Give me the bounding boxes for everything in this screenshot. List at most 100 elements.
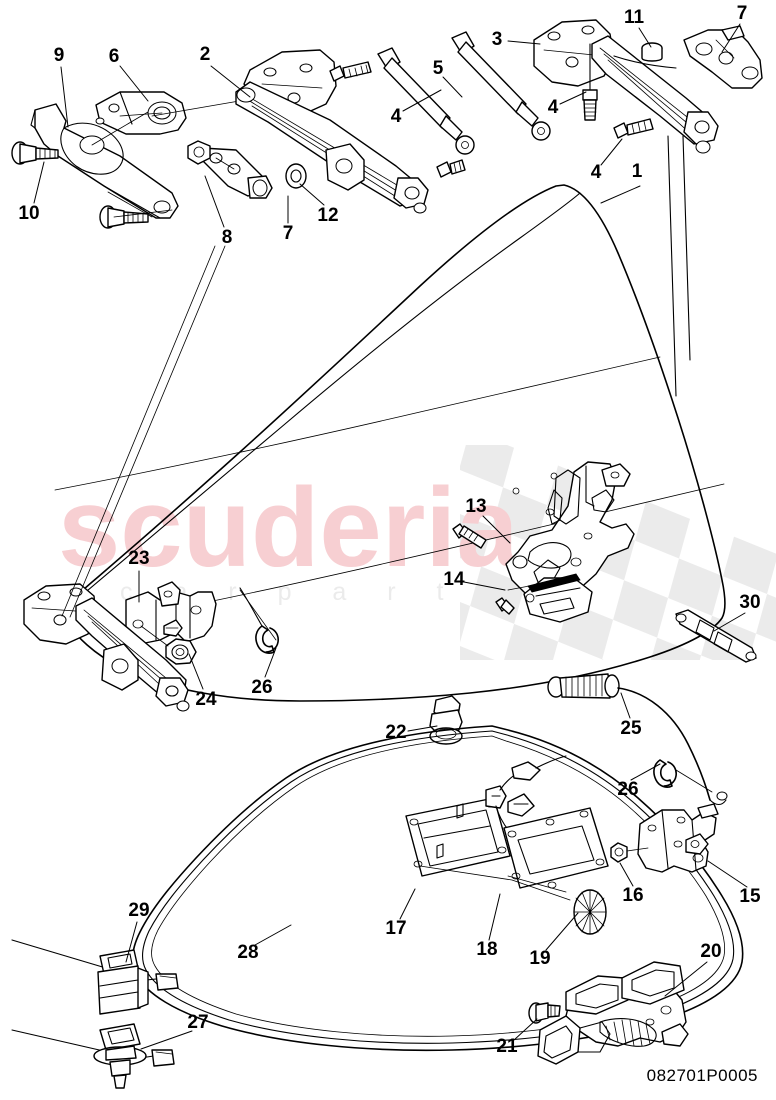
washer-12 (285, 163, 307, 189)
callout-number-c30: 30 (739, 592, 760, 613)
callout-leader-4 (600, 138, 623, 166)
callout-leader-25 (620, 692, 631, 719)
callout-number-c22: 22 (385, 722, 406, 743)
screw-4-top (329, 61, 372, 82)
callout-number-c18: 18 (476, 939, 497, 960)
callout-number-c29: 29 (128, 900, 149, 921)
callout-leader-6 (119, 65, 149, 102)
callout-leader-16 (619, 862, 634, 887)
leader-rod-a (61, 245, 216, 617)
hinge-arm-left-upper (30, 91, 246, 219)
callout-number-c23: 23 (128, 548, 149, 569)
screw-4-strut (436, 159, 466, 178)
drawing-number: 082701P0005 (647, 1066, 758, 1086)
screw-4-right (613, 118, 654, 139)
callout-number-c3: 3 (492, 29, 503, 50)
callout-number-c26b: 26 (617, 779, 638, 800)
leader-26-right (675, 769, 713, 793)
callout-number-c20: 20 (700, 941, 721, 962)
callout-leader-21 (513, 1018, 538, 1041)
bolt-21 (528, 1002, 561, 1024)
trunk-lid-panel (54, 135, 726, 702)
callout-leader-12 (299, 183, 325, 206)
callout-number-c2: 2 (200, 44, 211, 65)
callout-leader-26 (630, 763, 661, 781)
callout-number-c7a: 7 (737, 3, 748, 24)
callout-leader-24 (188, 653, 204, 690)
bracket-15 (637, 803, 719, 873)
hinge-assembly-3 (533, 19, 719, 154)
screw-14-lower (495, 597, 515, 615)
callout-leader-3 (507, 40, 541, 45)
gasket-18 (503, 807, 609, 889)
callout-number-c17: 17 (385, 918, 406, 939)
callout-leader-27 (140, 1030, 193, 1050)
clip-29 (11, 939, 179, 1015)
hinge-arm-left-lower (23, 583, 190, 712)
callout-leader-30 (713, 612, 746, 632)
hinge-assembly-2 (235, 49, 429, 214)
callout-leader-14 (463, 581, 506, 591)
callout-number-c9: 9 (54, 45, 65, 66)
leader-26-wire (239, 589, 277, 641)
callout-number-c25: 25 (620, 718, 642, 739)
callout-number-c28: 28 (237, 942, 258, 963)
gas-strut-5-right (451, 31, 551, 141)
callout-leader-7 (721, 23, 741, 53)
callout-number-c13: 13 (465, 496, 486, 517)
leader-16 (626, 847, 649, 852)
callout-number-c8: 8 (222, 227, 233, 248)
callout-number-c6: 6 (109, 46, 120, 67)
callout-number-c27: 27 (187, 1012, 208, 1033)
lens-19 (573, 889, 607, 935)
callout-leader-19 (545, 912, 579, 951)
callout-leader-18 (488, 893, 501, 941)
nut-8 (187, 140, 211, 165)
cable-25 (547, 673, 728, 806)
callout-leader-29 (125, 921, 138, 963)
cap-11 (641, 42, 663, 62)
leader-bolt10 (113, 209, 173, 218)
leader-18b (507, 875, 567, 893)
callout-leader-4 (559, 91, 587, 105)
leader-14-detail (507, 583, 541, 591)
callout-number-c10: 10 (18, 203, 39, 224)
callout-number-c7b: 7 (283, 223, 294, 244)
callout-leader-10 (33, 161, 45, 204)
bolt-10-upper (11, 141, 59, 165)
callout-number-c21: 21 (496, 1036, 518, 1057)
callout-leader-5 (442, 76, 463, 98)
callout-leader-26 (264, 647, 277, 678)
callout-number-c15: 15 (739, 886, 761, 907)
callout-number-c4b: 4 (548, 97, 559, 118)
latch-striker-13 (505, 461, 635, 623)
gas-strut-5-left (377, 47, 475, 155)
leader-rod-b (69, 245, 226, 618)
callout-number-c14: 14 (443, 569, 465, 590)
callout-leader-17 (399, 888, 416, 920)
callout-leader-9 (60, 66, 69, 128)
callout-leader-2 (210, 65, 251, 98)
drawing-number-text: 082701P0005 (646, 1066, 758, 1085)
callout-leader-13 (482, 515, 511, 544)
watermark-scuderia: scuderia (58, 465, 519, 590)
screw-14-upper (452, 523, 487, 549)
clip-26-left (255, 625, 279, 654)
leader-24 (140, 625, 169, 647)
callout-number-c4c: 4 (591, 162, 602, 183)
link-arm-7 (201, 147, 273, 199)
callout-number-c11: 11 (624, 7, 645, 28)
callout-leader-22 (407, 725, 438, 732)
callout-leader-4 (402, 89, 442, 112)
callout-number-c12: 12 (317, 205, 338, 226)
bumper-22 (429, 695, 463, 745)
clip-27 (11, 1023, 175, 1089)
callout-number-c16: 16 (622, 885, 643, 906)
callout-number-c24: 24 (195, 689, 217, 710)
rail-30 (675, 609, 757, 663)
callout-number-c4a: 4 (391, 106, 402, 127)
clip-26-right (653, 759, 677, 788)
